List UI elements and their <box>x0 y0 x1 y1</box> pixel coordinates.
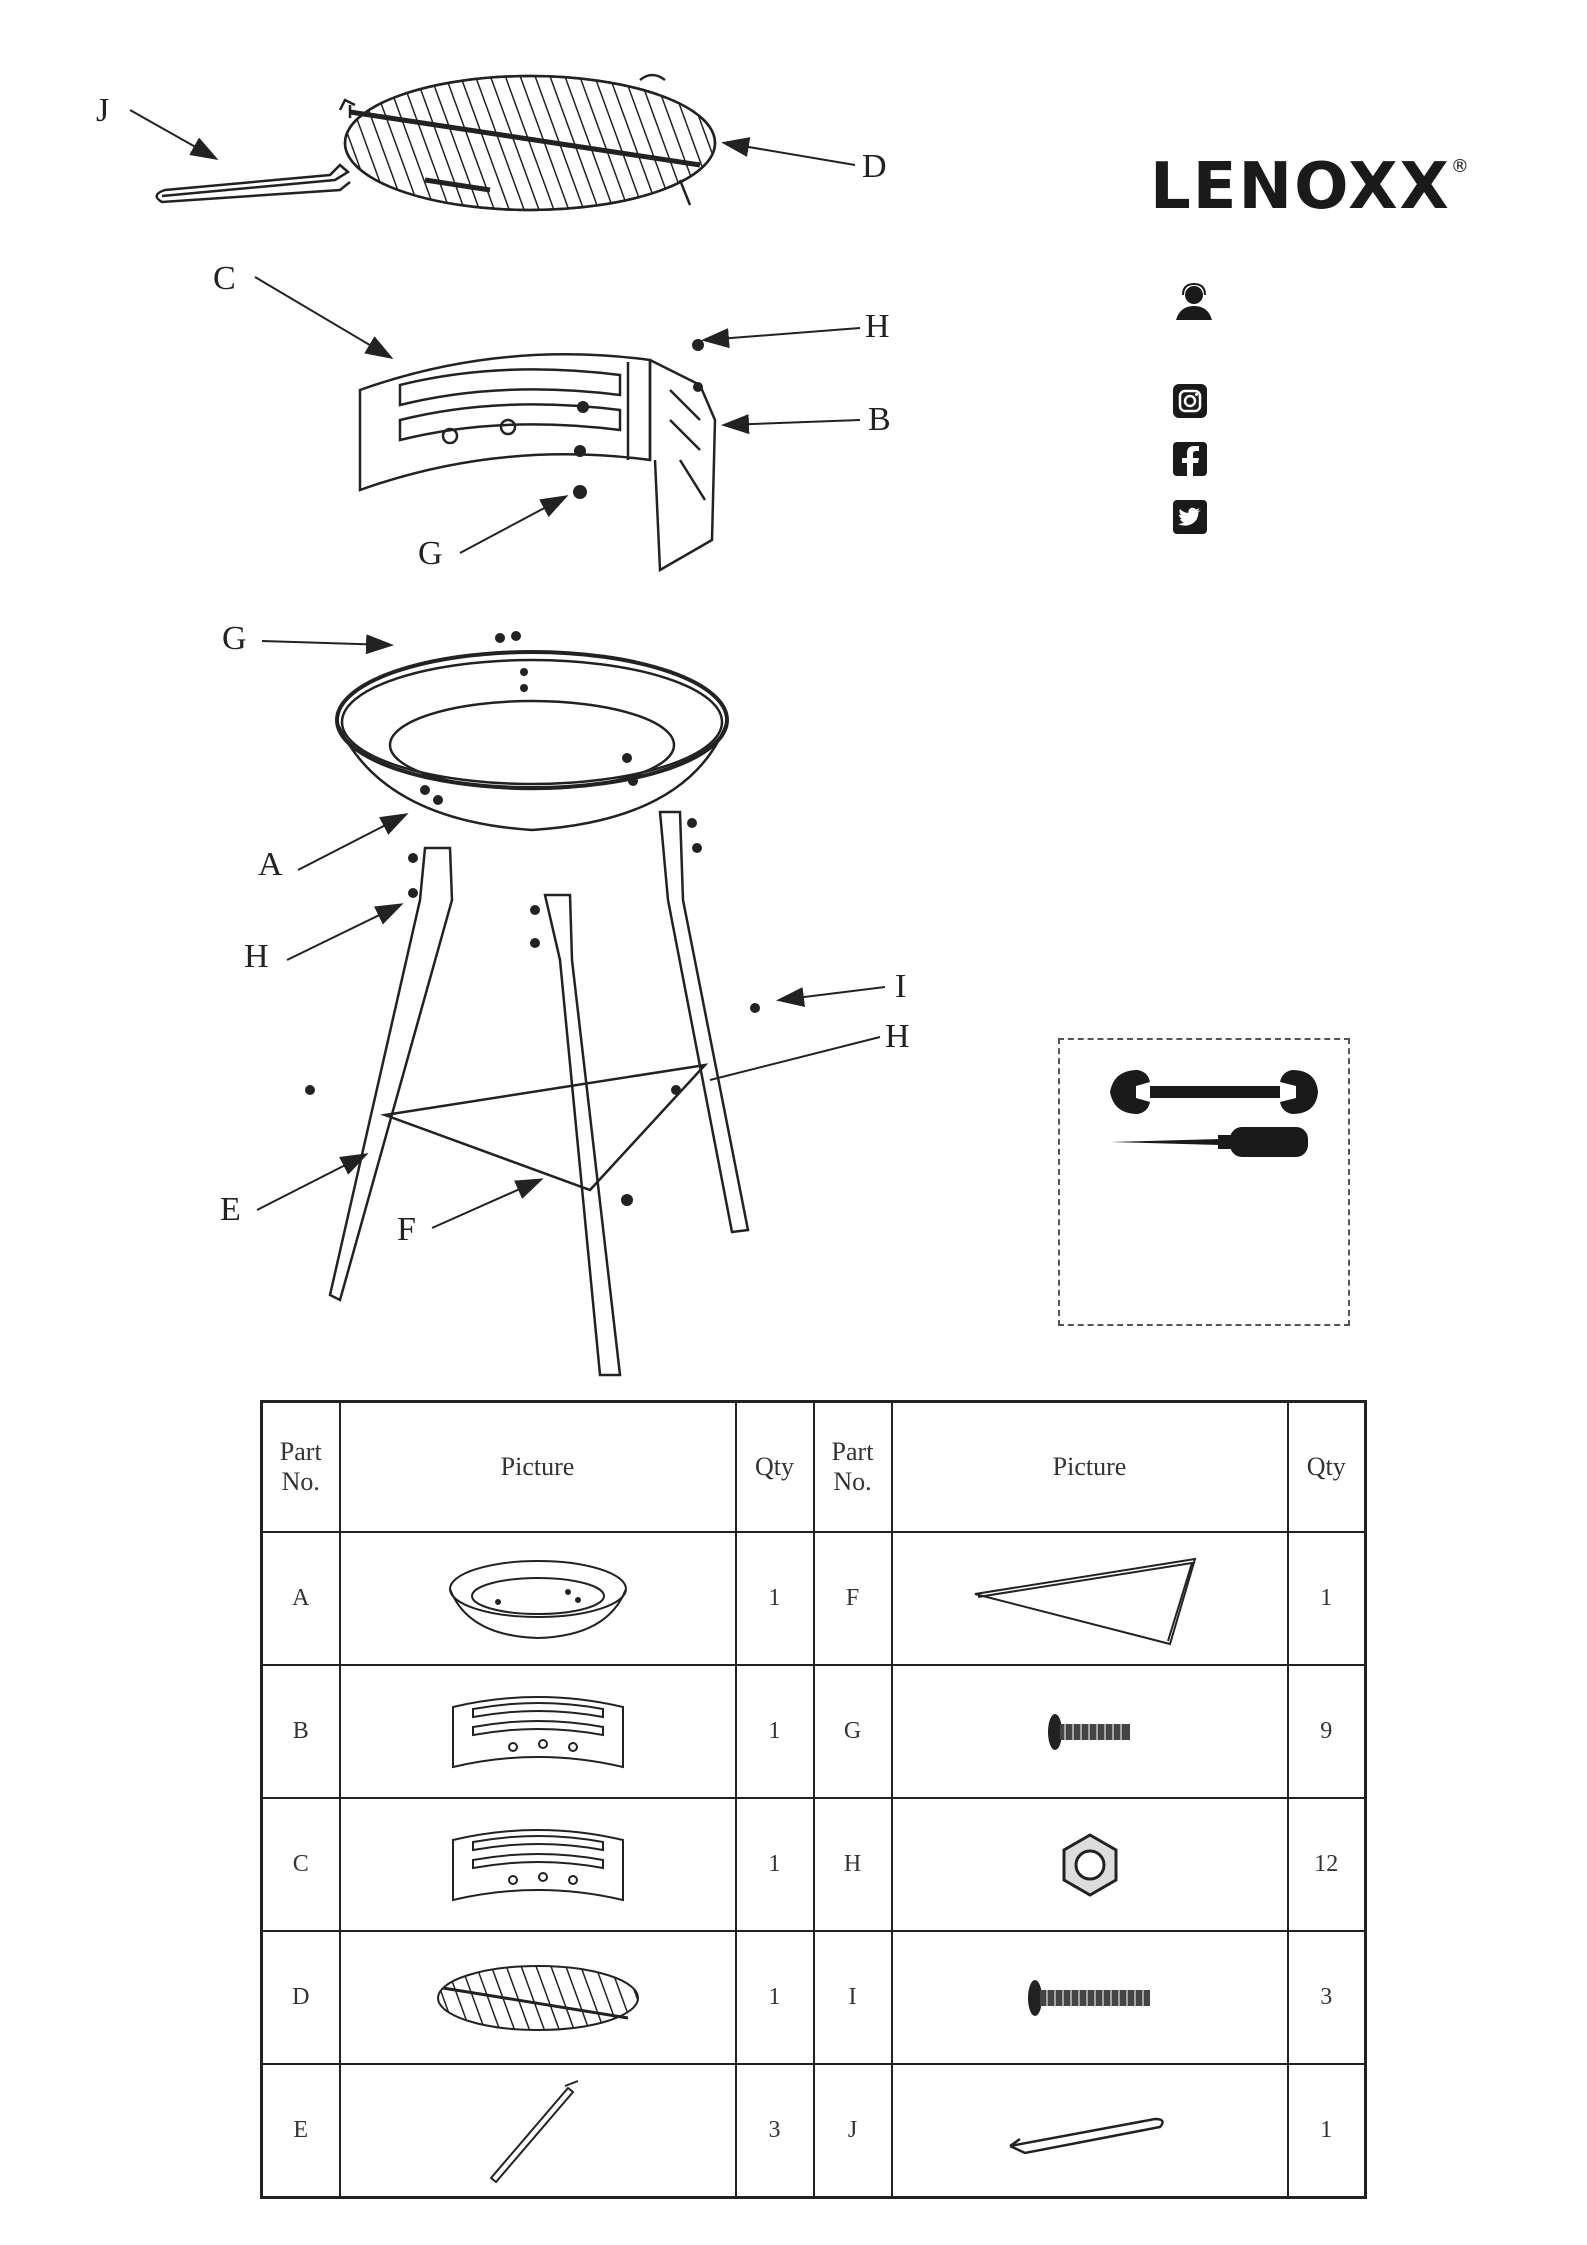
parts-table: Part No. Picture Qty Part No. Picture Qt… <box>260 1400 1367 2199</box>
part-qty: 1 <box>1288 1532 1366 1665</box>
part-picture-nut-h <box>892 1798 1288 1931</box>
legs-drawing <box>330 812 748 1375</box>
callout-C: C <box>213 262 236 296</box>
table-header-row: Part No. Picture Qty Part No. Picture Qt… <box>262 1402 1366 1533</box>
callout-G: G <box>418 537 443 571</box>
callout-A: A <box>258 848 283 882</box>
callout-D: D <box>862 150 887 184</box>
wrench-icon <box>1110 1062 1320 1122</box>
callout-leaders <box>130 110 885 1228</box>
part-letter: F <box>814 1532 892 1665</box>
part-picture-ring-c <box>340 1798 736 1931</box>
header-picture: Picture <box>892 1402 1288 1533</box>
callout-H: H <box>885 1020 910 1054</box>
table-row: D 1 I 3 <box>262 1931 1366 2064</box>
part-qty: 3 <box>1288 1931 1366 2064</box>
part-picture-lifter <box>892 2064 1288 2198</box>
header-part-no: Part No. <box>814 1402 892 1533</box>
facebook-icon[interactable] <box>1172 441 1208 477</box>
exploded-assembly-diagram <box>0 0 1000 1390</box>
callout-F: F <box>397 1213 416 1247</box>
callout-J: J <box>96 94 109 128</box>
instagram-icon[interactable] <box>1172 383 1208 419</box>
part-qty: 1 <box>736 1665 814 1798</box>
header-qty: Qty <box>1288 1402 1366 1533</box>
callout-I: I <box>895 970 906 1004</box>
part-picture-ring-b <box>340 1665 736 1798</box>
part-letter: B <box>262 1665 340 1798</box>
part-picture-bolt-g <box>892 1665 1288 1798</box>
part-letter: C <box>262 1798 340 1931</box>
part-qty: 3 <box>736 2064 814 2198</box>
part-qty: 12 <box>1288 1798 1366 1931</box>
fire-ring-drawing <box>360 354 715 570</box>
part-picture-brace <box>892 1532 1288 1665</box>
table-row: A 1 F 1 <box>262 1532 1366 1665</box>
grill-grate-drawing <box>340 75 715 210</box>
part-letter: H <box>814 1798 892 1931</box>
callout-B: B <box>868 403 891 437</box>
fire-bowl-drawing <box>337 652 727 830</box>
table-row: E 3 J 1 <box>262 2064 1366 2198</box>
table-row: C 1 H 12 <box>262 1798 1366 1931</box>
brand-logo: LENOXX® <box>1150 150 1471 224</box>
header-qty: Qty <box>736 1402 814 1533</box>
header-picture: Picture <box>340 1402 736 1533</box>
part-letter: G <box>814 1665 892 1798</box>
part-letter: E <box>262 2064 340 2198</box>
registered-mark: ® <box>1451 156 1471 177</box>
part-picture-grate <box>340 1931 736 2064</box>
part-qty: 1 <box>736 1931 814 2064</box>
table-row: B 1 G 9 <box>262 1665 1366 1798</box>
part-picture-bolt-i <box>892 1931 1288 2064</box>
screwdriver-icon <box>1110 1122 1310 1162</box>
part-qty: 9 <box>1288 1665 1366 1798</box>
part-letter: J <box>814 2064 892 2198</box>
callout-E: E <box>220 1193 241 1227</box>
part-qty: 1 <box>1288 2064 1366 2198</box>
part-letter: A <box>262 1532 340 1665</box>
callout-G: G <box>222 622 247 656</box>
part-picture-leg <box>340 2064 736 2198</box>
support-person-icon <box>1172 282 1216 322</box>
part-picture-fire-bowl <box>340 1532 736 1665</box>
grill-lifter-drawing <box>157 165 350 202</box>
part-qty: 1 <box>736 1798 814 1931</box>
part-letter: D <box>262 1931 340 2064</box>
part-letter: I <box>814 1931 892 2064</box>
tools-required-box <box>1058 1038 1350 1326</box>
header-part-no: Part No. <box>262 1402 340 1533</box>
brand-name: LENOXX <box>1150 150 1451 224</box>
callout-H: H <box>244 940 269 974</box>
twitter-icon[interactable] <box>1172 499 1208 535</box>
part-qty: 1 <box>736 1532 814 1665</box>
callout-H: H <box>865 310 890 344</box>
